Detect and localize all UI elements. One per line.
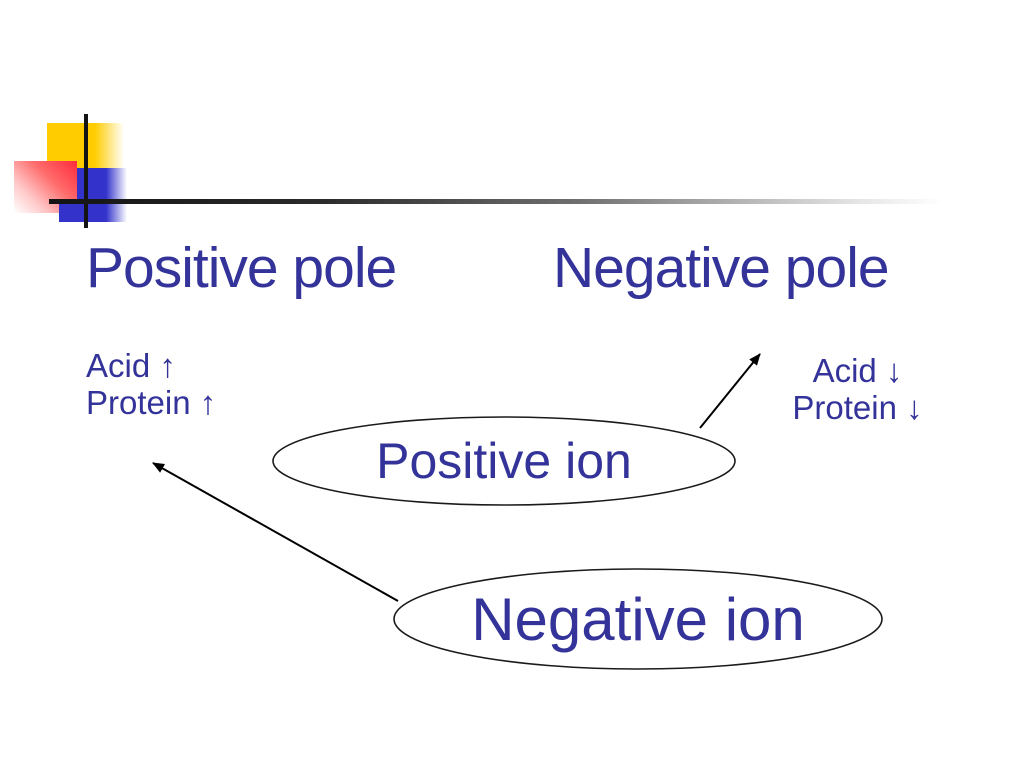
protein-up-label: Protein ↑ [86, 384, 217, 421]
positive-ion-ellipse [272, 416, 736, 506]
negative-ion-ellipse [393, 568, 883, 670]
arrow-positive-ion-to-negative-pole [699, 353, 761, 429]
decoration-vertical-line [84, 114, 88, 228]
acid-down-label: Acid ↓ [812, 352, 903, 389]
arrow-negative-ion-to-positive-pole [152, 462, 399, 602]
protein-down-label: Protein ↓ [792, 389, 923, 426]
heading-positive-pole: Positive pole [86, 236, 397, 300]
positive-ion-label: Positive ion [376, 433, 632, 489]
negative-pole-indicators: Acid ↓ Protein ↓ [735, 352, 980, 426]
acid-up-label: Acid ↑ [86, 347, 176, 384]
positive-pole-indicators: Acid ↑ Protein ↑ [86, 347, 216, 421]
heading-negative-pole: Negative pole [553, 236, 890, 300]
decoration-blue-square-lower [59, 202, 127, 222]
negative-ion-label: Negative ion [471, 585, 805, 653]
decoration-horizontal-rule [49, 199, 961, 204]
